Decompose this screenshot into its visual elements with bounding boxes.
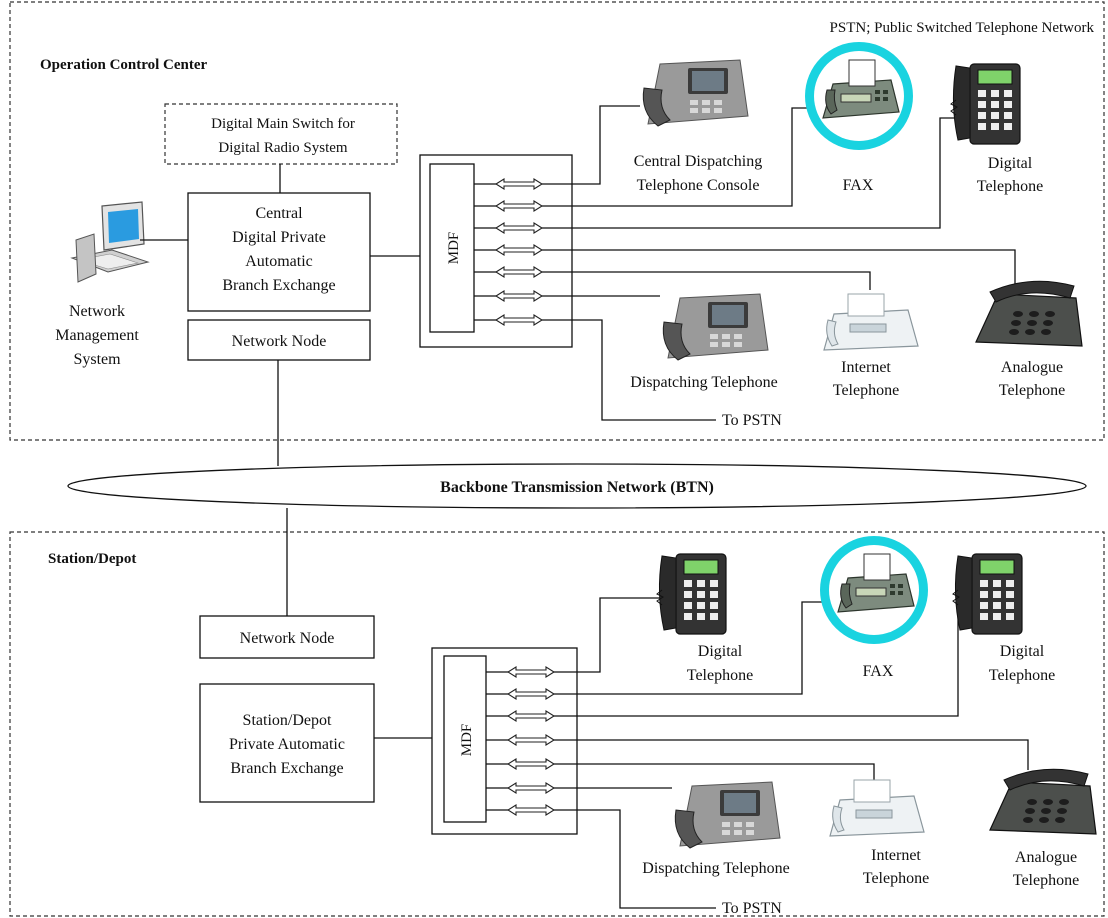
station-title: Station/Depot [48, 551, 136, 567]
occ-title: Operation Control Center [40, 57, 208, 73]
station-region-boundary [9, 531, 1105, 917]
station-digital-phone-2-line-2: Telephone [989, 667, 1055, 684]
station-digital-telephone-1-icon [656, 553, 727, 635]
station-to-pstn-label: To PSTN [722, 900, 782, 917]
central-console-line-2: Telephone Console [637, 177, 760, 194]
central-dispatching-console-icon [642, 59, 749, 127]
digital-switch-line-1: Digital Main Switch for [211, 116, 355, 132]
station-pabx-line-2: Private Automatic [229, 736, 345, 753]
nms-line-2: Management [55, 327, 139, 344]
central-pabx-line-1: Central [255, 205, 303, 222]
central-pabx-line-3: Automatic [245, 253, 313, 270]
occ-internet-phone-line-1: Internet [841, 359, 891, 376]
station-pabx-line-3: Branch Exchange [230, 760, 343, 777]
station-internet-phone-line-2: Telephone [863, 870, 929, 887]
occ-dispatching-telephone-icon [662, 293, 769, 361]
station-digital-phone-1-line-1: Digital [698, 643, 743, 660]
occ-internet-telephone-icon [823, 293, 919, 351]
nms-line-1: Network [69, 303, 125, 320]
station-network-node-box [199, 615, 375, 659]
occ-analogue-phone-line-2: Telephone [999, 382, 1065, 399]
digital-main-switch-box [164, 103, 398, 165]
station-network-node-label: Network Node [240, 630, 335, 647]
occ-connection-lines [542, 105, 1016, 421]
station-internet-phone-line-1: Internet [871, 847, 921, 864]
central-console-line-1: Central Dispatching [634, 153, 762, 170]
station-digital-telephone-2-icon [952, 553, 1023, 635]
occ-network-node-box [187, 319, 371, 361]
station-internet-telephone-icon [829, 779, 925, 837]
occ-region-boundary [9, 1, 1105, 441]
station-dispatching-telephone-icon [674, 781, 781, 849]
occ-network-node-label: Network Node [232, 333, 327, 350]
occ-analogue-phone-line-1: Analogue [1001, 359, 1063, 376]
occ-digital-phone-line-2: Telephone [977, 178, 1043, 195]
station-fax-label: FAX [863, 663, 894, 680]
occ-mdf-box [429, 163, 475, 333]
occ-internet-phone-line-2: Telephone [833, 382, 899, 399]
central-pabx-line-2: Digital Private [232, 229, 326, 246]
central-pabx-box [187, 192, 371, 312]
station-mdf-connector-stubs [486, 671, 508, 811]
btn-label: Backbone Transmission Network (BTN) [440, 479, 714, 496]
station-pabx-box [199, 683, 375, 803]
occ-dispatching-phone-label: Dispatching Telephone [630, 374, 777, 391]
occ-digital-phone-line-1: Digital [988, 155, 1033, 172]
occ-to-pstn-label: To PSTN [722, 412, 782, 429]
station-digital-phone-2-line-1: Digital [1000, 643, 1045, 660]
station-dispatching-phone-label: Dispatching Telephone [642, 860, 789, 877]
occ-mdf-connector-stubs [474, 183, 496, 321]
btn-ellipse [67, 463, 1087, 509]
digital-switch-line-2: Digital Radio System [218, 140, 347, 156]
station-analogue-telephone-icon [989, 768, 1097, 835]
pstn-note: PSTN; Public Switched Telephone Network [830, 20, 1095, 36]
occ-mdf-label: MDF [446, 232, 462, 265]
network-management-computer-icon [71, 201, 149, 283]
occ-fax-icon [804, 41, 914, 151]
nms-line-3: System [73, 351, 121, 368]
station-pabx-line-1: Station/Depot [243, 712, 332, 729]
station-mdf-box [443, 655, 487, 823]
station-analogue-phone-line-1: Analogue [1015, 849, 1077, 866]
occ-analogue-telephone-icon [975, 280, 1083, 347]
station-connection-lines [554, 597, 1029, 909]
occ-fax-label: FAX [843, 177, 874, 194]
station-mdf-label: MDF [459, 724, 475, 757]
station-analogue-phone-line-2: Telephone [1013, 872, 1079, 889]
occ-digital-telephone-icon [950, 63, 1021, 145]
station-fax-icon [819, 535, 929, 645]
station-digital-phone-1-line-2: Telephone [687, 667, 753, 684]
central-pabx-line-4: Branch Exchange [222, 277, 335, 294]
